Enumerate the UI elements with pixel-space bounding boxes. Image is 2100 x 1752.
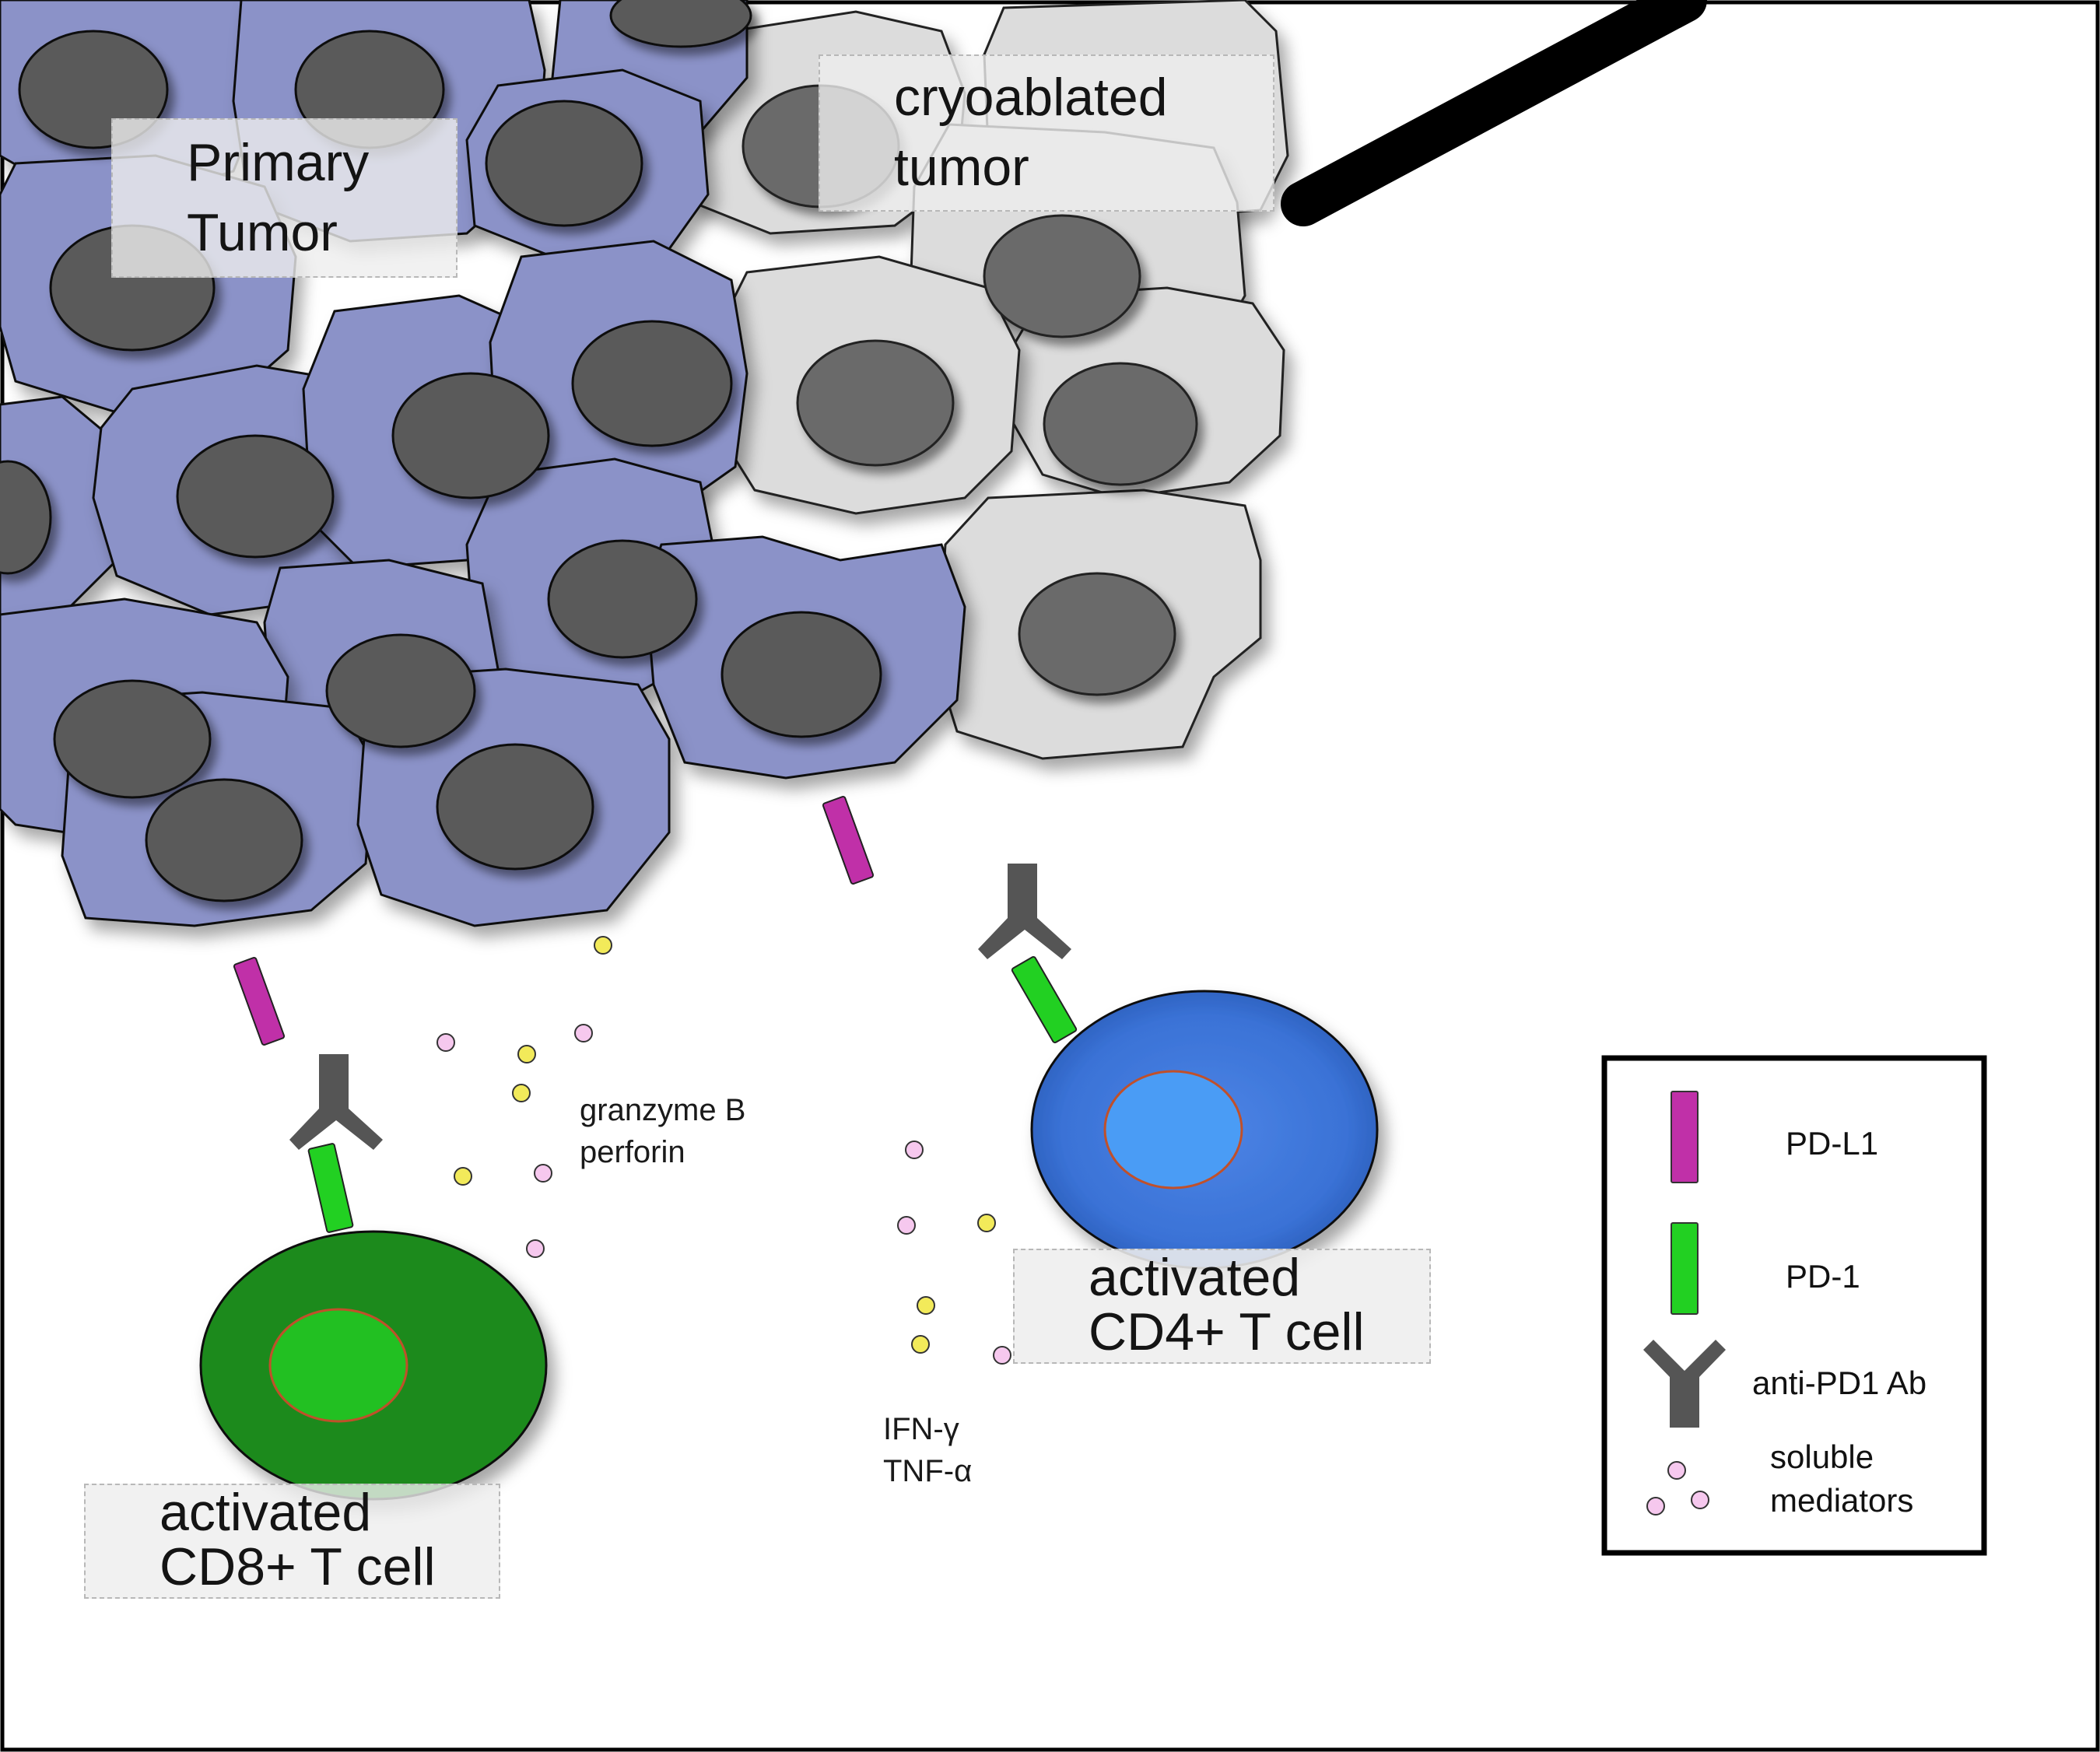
mediator-pink (436, 1033, 455, 1052)
soluble-mediators (436, 936, 1011, 1365)
cryoprobe (1281, 0, 1707, 226)
legend-label-mediators: mediators (1770, 1482, 1914, 1519)
tumor-nucleus (0, 460, 52, 575)
mediator-pink (897, 1216, 916, 1235)
cd8-t-cell-nucleus (268, 1308, 408, 1423)
mediator-pink (534, 1164, 552, 1183)
tumor-nucleus (145, 778, 303, 902)
mediator-yellow (977, 1214, 996, 1232)
tumor-nucleus (485, 100, 643, 227)
mediator-yellow (917, 1296, 935, 1315)
cd4-t-cell-nucleus (1103, 1070, 1243, 1190)
tumor-nucleus (176, 434, 335, 559)
tumor-nucleus (547, 539, 698, 659)
cd8-t-cell (199, 1054, 548, 1501)
legend-label-pd-l1: PD-L1 (1786, 1125, 1879, 1162)
primary-tumor-label: Primary Tumor (111, 118, 458, 278)
tumor-nucleus (325, 633, 476, 748)
legend (1601, 1055, 1987, 1556)
mediator-legend-icon (1691, 1491, 1709, 1509)
cd8-t-cell-label-line2: CD8+ T cell (160, 1537, 436, 1596)
mediator-legend-icon (1646, 1497, 1665, 1515)
pd-1-receptor (1011, 955, 1078, 1044)
mediator-yellow (512, 1084, 531, 1102)
mediator-yellow (454, 1167, 472, 1186)
cd4-t-cell-label: activated CD4+ T cell (1013, 1249, 1431, 1364)
cd4-t-cell-label-line1: activated (1089, 1248, 1301, 1307)
cd8-mediator-perforin: perforin (580, 1135, 685, 1169)
pd-l1-receptor (233, 957, 286, 1046)
anti-pd1-antibody (978, 864, 1071, 959)
tumor-nucleus (391, 372, 550, 499)
tumor-nucleus (53, 679, 212, 799)
anti-pd1-antibody (289, 1054, 383, 1150)
cryoablated-nucleus (1043, 362, 1198, 486)
cd4-t-cell (978, 864, 1379, 1270)
cryoablated-tumor-label-line1: cryoablated (894, 68, 1168, 127)
cd4-t-cell-label-line2: CD4+ T cell (1089, 1302, 1365, 1361)
cd8-mediators-label: granzyme B perforin (580, 1089, 745, 1173)
legend-label-pd-1: PD-1 (1786, 1258, 1860, 1295)
cd4-mediator-tnf: TNF-α (883, 1454, 973, 1488)
tumor-nucleus (609, 0, 752, 48)
mediator-pink (574, 1024, 593, 1042)
cd8-t-cell-label: activated CD8+ T cell (84, 1484, 500, 1599)
cryoablated-tumor-label: cryoablated tumor (819, 54, 1274, 212)
legend-label-anti-pd1: anti-PD1 Ab (1752, 1365, 1927, 1401)
pd-1-legend-icon (1671, 1222, 1699, 1315)
legend-label-soluble: soluble (1770, 1438, 1874, 1475)
cryoablated-tumor-label-line2: tumor (894, 138, 1029, 197)
mediator-pink (526, 1239, 545, 1258)
cd8-t-cell-label-line1: activated (160, 1483, 372, 1542)
mediator-legend-icon (1667, 1461, 1686, 1480)
pd-l1-receptor (822, 796, 875, 885)
pd-l1-legend-icon (1671, 1091, 1699, 1183)
mediator-pink (993, 1346, 1011, 1365)
mediator-yellow (594, 936, 612, 955)
cryoablated-nucleus (796, 339, 955, 467)
tumor-nucleus (720, 611, 882, 738)
cryoablated-nucleus (983, 214, 1141, 338)
pd-1-receptor (307, 1143, 354, 1233)
cd4-mediators-label: IFN-γ TNF-α (883, 1408, 972, 1492)
primary-tumor-label-line1: Primary (187, 133, 370, 192)
mediator-yellow (517, 1045, 536, 1063)
antibody-legend-icon (1643, 1340, 1726, 1428)
cryoablated-nucleus (1018, 572, 1176, 696)
mediator-yellow (911, 1335, 930, 1354)
mediator-pink (905, 1141, 924, 1159)
tumor-nucleus (571, 320, 733, 447)
legend-label-soluble-mediators: soluble mediators (1770, 1435, 1913, 1522)
cd8-mediator-granzyme: granzyme B (580, 1093, 746, 1127)
primary-tumor-label-line2: Tumor (187, 203, 338, 262)
tumor-nucleus (436, 743, 594, 871)
cd4-mediator-ifn: IFN-γ (883, 1412, 959, 1446)
